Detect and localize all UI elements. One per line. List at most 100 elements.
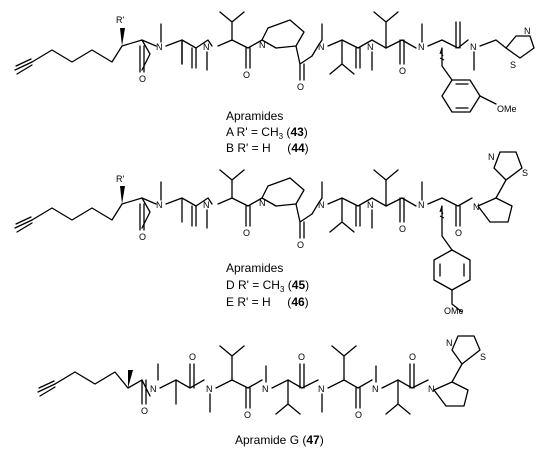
o-label: O [355, 410, 362, 420]
o-label: O [139, 74, 146, 84]
o-label: O [399, 224, 406, 234]
n-label: N [318, 200, 325, 210]
o-label: O [297, 240, 304, 250]
structure-apramides-ab: R' O N N O N O N N O N N [14, 11, 535, 155]
valine-side-chain [329, 39, 355, 75]
caption-line-a: A R' = CH3 (43) [226, 125, 308, 141]
benzyl-ch2 [441, 205, 453, 251]
carbonyl-bond [139, 203, 145, 231]
valine-side-chain [329, 197, 355, 233]
o-label: O [141, 406, 148, 416]
o-label: O [409, 352, 416, 362]
pyrrolidine-thiazole-bond [495, 179, 507, 199]
fatty-chain [31, 39, 151, 71]
backbone-4 [311, 197, 323, 215]
caption-title: Apramides [226, 261, 283, 275]
carbonyl-bond [355, 47, 361, 69]
n-label: N [262, 384, 269, 394]
caption-line-b: B R' = H (44) [226, 141, 309, 155]
valine-side-chain [373, 169, 399, 207]
n-label: N [259, 40, 266, 50]
proline-ring [261, 19, 305, 49]
n-label: N [206, 384, 213, 394]
backbone-4 [311, 39, 323, 57]
carbonyl-bond [245, 205, 251, 227]
o-label: O [243, 228, 250, 238]
n-label: N [418, 200, 425, 210]
carbonyl-bond [355, 387, 361, 409]
ome-bond [479, 95, 497, 105]
n-label: N [318, 42, 325, 52]
carbonyl-bond [245, 47, 251, 69]
r-prime-label: R' [116, 15, 124, 25]
carbonyl-bond [455, 205, 461, 227]
thiazole-ring [451, 335, 481, 365]
stereo-wedge [128, 370, 133, 388]
backbone-3 [271, 379, 319, 389]
stereo-wedge [120, 186, 125, 204]
phenyl-ring [441, 79, 481, 113]
thiazole-ring [493, 151, 523, 181]
fatty-chain [31, 197, 151, 229]
valine-side-chain [219, 169, 245, 199]
o-label: O [244, 410, 251, 420]
caption-line-e: E R' = H (46) [226, 295, 309, 309]
o-label: O [189, 352, 196, 362]
n-label: N [446, 338, 453, 348]
r-prime-label: R' [116, 174, 124, 184]
n-label: N [372, 384, 379, 394]
phenyl-ring [433, 249, 471, 291]
carbonyl-bond [409, 363, 415, 389]
backbone-6 [385, 39, 417, 49]
ome-label: OMe [444, 306, 464, 316]
alkyne-bond [37, 380, 56, 397]
ch2-linker [479, 39, 507, 49]
fatty-chain [54, 371, 143, 389]
backbone-6 [385, 197, 417, 207]
carbonyl-bond [399, 39, 405, 65]
carbonyl-bond [355, 205, 361, 227]
backbone-2 [215, 379, 263, 389]
o-label: O [243, 70, 250, 80]
valine-side-chain [331, 345, 357, 381]
o-label: O [298, 352, 305, 362]
caption-title: Apramides [226, 109, 283, 123]
n-label: N [367, 42, 374, 52]
n-label: N [156, 42, 163, 52]
n-label: N [156, 200, 163, 210]
carbonyl-bond [299, 363, 305, 389]
carbonyl-bond [245, 387, 251, 409]
backbone-7 [427, 39, 469, 49]
backbone-2 [195, 197, 277, 207]
s-label: S [522, 168, 528, 178]
valine-side-chain [275, 379, 301, 415]
n-label: N [367, 200, 374, 210]
s-label: S [510, 60, 516, 70]
stereo-wedge [120, 28, 125, 46]
n-label: N [428, 384, 435, 394]
backbone-4 [327, 379, 373, 389]
carbonyl-bond [399, 197, 405, 223]
backbone-5 [381, 379, 429, 389]
n-label: N [418, 42, 425, 52]
pyrrolidine-ring [477, 197, 513, 223]
alkyne-bond [14, 216, 33, 233]
carbonyl-bond [189, 363, 195, 389]
backbone-2 [195, 39, 277, 49]
n-label: N [524, 26, 531, 36]
backbone-1 [159, 379, 205, 389]
backbone-1 [141, 39, 197, 65]
ome-label: OMe [497, 104, 517, 114]
valine-side-chain [219, 345, 245, 381]
n-label: N [470, 42, 477, 52]
n-label: N [473, 202, 480, 212]
pyrrolidine-thiazole-bond [451, 363, 463, 383]
carbonyl-bond [191, 205, 197, 227]
s-label: S [480, 352, 486, 362]
proline-ring [261, 177, 305, 207]
n-label: N [488, 152, 495, 162]
pyrrolidine-ring [433, 381, 469, 407]
valine-side-chain [385, 379, 411, 415]
backbone-5 [327, 197, 387, 207]
